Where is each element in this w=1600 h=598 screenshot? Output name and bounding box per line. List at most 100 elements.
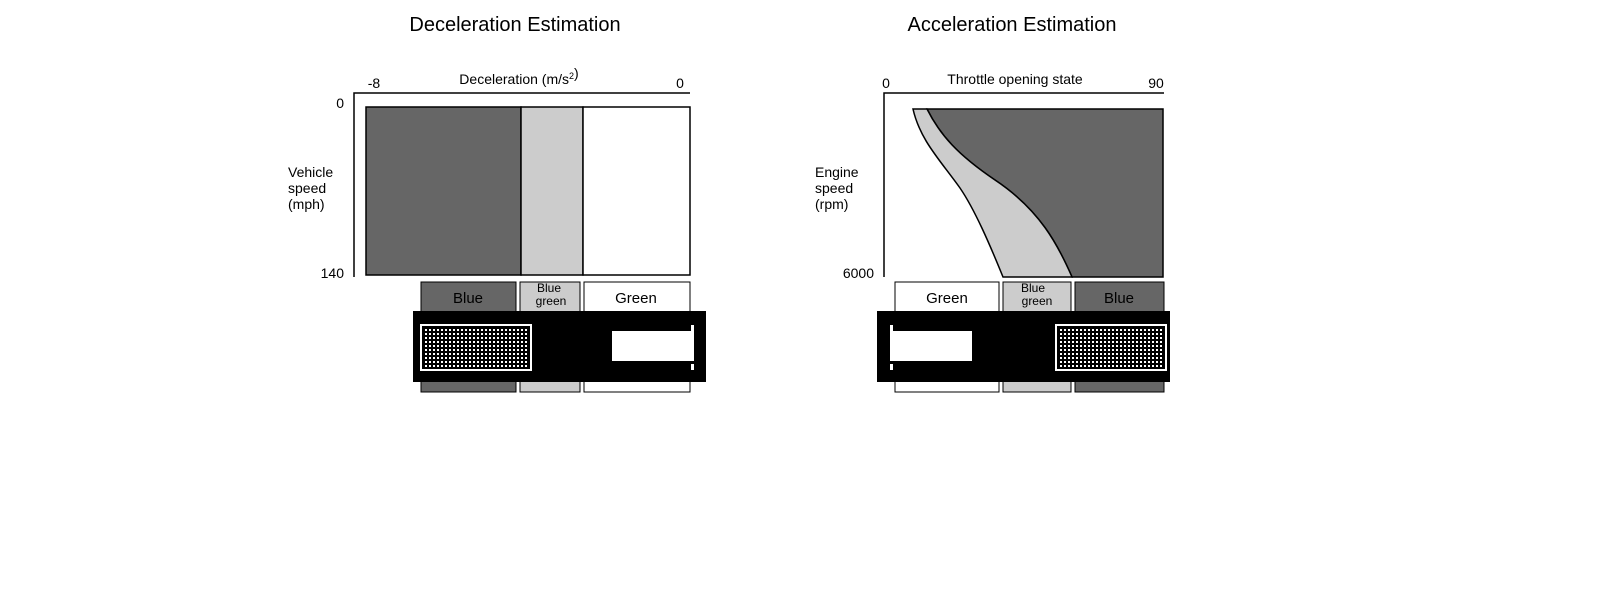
deceleration-panel: Deceleration Estimation Deceleration (m/… xyxy=(288,14,706,393)
deceleration-display-dot xyxy=(513,329,515,331)
acceleration-display-dot xyxy=(1120,353,1122,355)
deceleration-display-dot xyxy=(485,329,487,331)
acceleration-display-dot xyxy=(1096,345,1098,347)
deceleration-display-dot xyxy=(509,357,511,359)
acceleration-display-dot xyxy=(1092,345,1094,347)
deceleration-display-dot xyxy=(497,345,499,347)
deceleration-display-dot xyxy=(481,333,483,335)
deceleration-display-tick-bottom xyxy=(691,364,694,370)
deceleration-display-dot xyxy=(521,365,523,367)
deceleration-display-dot xyxy=(425,357,427,359)
acceleration-display-dot xyxy=(1100,345,1102,347)
deceleration-display-dot xyxy=(473,353,475,355)
deceleration-display-dot xyxy=(505,337,507,339)
deceleration-display-dot xyxy=(437,365,439,367)
acceleration-display-dot xyxy=(1160,337,1162,339)
acceleration-display-dot xyxy=(1096,361,1098,363)
deceleration-display-dot xyxy=(441,329,443,331)
deceleration-display-dot xyxy=(505,361,507,363)
deceleration-display-dot xyxy=(465,329,467,331)
deceleration-display-dot xyxy=(469,361,471,363)
acceleration-display-dot xyxy=(1140,361,1142,363)
acceleration-display-dot xyxy=(1068,345,1070,347)
deceleration-display-dot xyxy=(493,345,495,347)
acceleration-display-dot xyxy=(1064,337,1066,339)
acceleration-display-dot xyxy=(1140,365,1142,367)
acceleration-display-dot xyxy=(1092,341,1094,343)
deceleration-display-dot xyxy=(469,353,471,355)
acceleration-display-dot xyxy=(1156,341,1158,343)
acceleration-display-dot xyxy=(1088,329,1090,331)
deceleration-display-dot xyxy=(513,349,515,351)
acceleration-display-dot xyxy=(1156,361,1158,363)
acceleration-x-min-tick: 0 xyxy=(882,75,890,91)
deceleration-display-dot xyxy=(453,337,455,339)
deceleration-display-dot xyxy=(449,353,451,355)
acceleration-display-dot xyxy=(1108,333,1110,335)
acceleration-display-dot xyxy=(1080,361,1082,363)
deceleration-display-dot xyxy=(453,365,455,367)
acceleration-display-dot xyxy=(1104,357,1106,359)
deceleration-display-dot xyxy=(461,357,463,359)
acceleration-display-dot xyxy=(1076,353,1078,355)
acceleration-display-dot xyxy=(1152,361,1154,363)
deceleration-display-dot xyxy=(437,361,439,363)
deceleration-display-dot xyxy=(465,337,467,339)
acceleration-display-dot-matrix-frame xyxy=(1055,324,1167,371)
acceleration-display-dot xyxy=(1140,333,1142,335)
deceleration-display-dot xyxy=(473,345,475,347)
deceleration-display-dot xyxy=(453,345,455,347)
acceleration-display-dot xyxy=(1112,353,1114,355)
deceleration-display-dot xyxy=(505,357,507,359)
acceleration-display-dot xyxy=(1096,333,1098,335)
deceleration-display-dot xyxy=(477,329,479,331)
deceleration-display-dot xyxy=(481,345,483,347)
deceleration-display-white-bar xyxy=(612,331,694,361)
acceleration-display-dot xyxy=(1144,361,1146,363)
deceleration-display-dot xyxy=(441,337,443,339)
deceleration-display-dot xyxy=(517,333,519,335)
acceleration-display-dot xyxy=(1116,333,1118,335)
deceleration-display-dot xyxy=(485,333,487,335)
acceleration-display-dot xyxy=(1132,349,1134,351)
acceleration-display-dot xyxy=(1080,349,1082,351)
acceleration-display-dot xyxy=(1112,329,1114,331)
acceleration-display-dot xyxy=(1088,341,1090,343)
acceleration-display-dot xyxy=(1132,361,1134,363)
deceleration-display-dot xyxy=(469,345,471,347)
acceleration-display-dot xyxy=(1064,329,1066,331)
deceleration-display-dot xyxy=(485,337,487,339)
acceleration-display-dot xyxy=(1144,349,1146,351)
acceleration-display-dot xyxy=(1064,353,1066,355)
acceleration-display-dot xyxy=(1068,333,1070,335)
deceleration-display-dot xyxy=(489,337,491,339)
deceleration-display-dot xyxy=(489,345,491,347)
acceleration-panel: Acceleration Estimation Throttle opening… xyxy=(815,14,1170,393)
acceleration-display-dot xyxy=(1100,349,1102,351)
acceleration-display-dot xyxy=(1128,329,1130,331)
acceleration-display-dot xyxy=(1092,337,1094,339)
deceleration-display-dot xyxy=(473,349,475,351)
deceleration-display-dot xyxy=(473,337,475,339)
deceleration-display-dot xyxy=(521,337,523,339)
acceleration-display-dot xyxy=(1104,353,1106,355)
acceleration-display-dot xyxy=(1144,345,1146,347)
acceleration-display-dot xyxy=(1160,361,1162,363)
deceleration-display-dot xyxy=(525,341,527,343)
acceleration-display-dot xyxy=(1112,337,1114,339)
acceleration-display-dot xyxy=(1152,365,1154,367)
deceleration-display-dot xyxy=(497,337,499,339)
deceleration-display-dot xyxy=(477,357,479,359)
deceleration-display-dot xyxy=(433,361,435,363)
acceleration-display-dot xyxy=(1120,337,1122,339)
acceleration-display-dot xyxy=(1136,365,1138,367)
deceleration-display-dot xyxy=(517,345,519,347)
deceleration-display-dot xyxy=(461,349,463,351)
acceleration-display-dot xyxy=(1108,357,1110,359)
acceleration-display-dot xyxy=(1068,337,1070,339)
deceleration-display-dot xyxy=(465,365,467,367)
deceleration-display-dot xyxy=(425,345,427,347)
deceleration-display-dot xyxy=(465,357,467,359)
acceleration-display-dot xyxy=(1116,365,1118,367)
deceleration-display-dot xyxy=(457,365,459,367)
